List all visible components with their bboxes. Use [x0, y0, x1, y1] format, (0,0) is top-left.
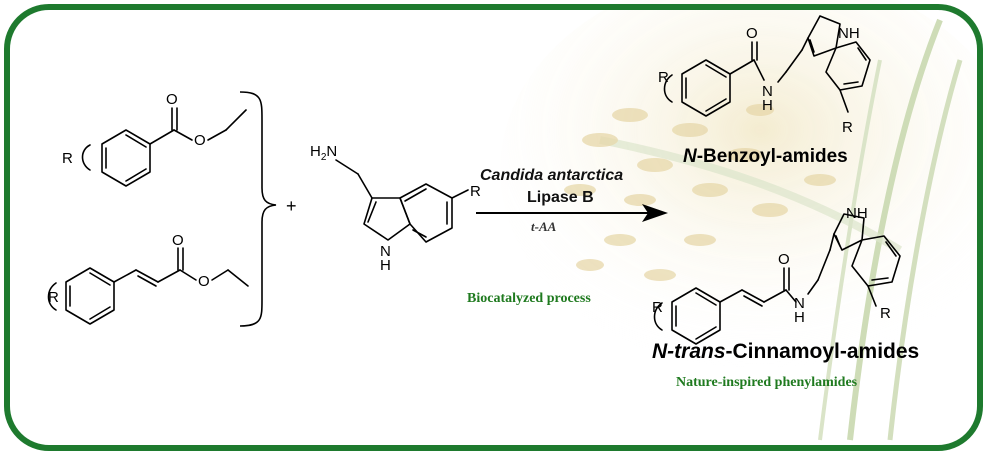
- carbonyl-oxygen-label: O: [166, 91, 178, 108]
- amine-label: H2N: [310, 143, 337, 163]
- carbonyl-oxygen-label: O: [778, 251, 790, 268]
- solvent-label: t-AA: [531, 219, 557, 234]
- indole-h-label: H: [380, 257, 391, 274]
- r-group-label: R: [470, 183, 481, 200]
- green-frame: [4, 4, 983, 451]
- r-group-label: R: [652, 299, 663, 316]
- ethyl-cinnamate-structure: O O R: [47, 232, 249, 325]
- cinnamoyl-amides-title: N-trans-Cinnamoyl-amides: [652, 340, 919, 363]
- benzoyl-amide-structure: O N H NH R R: [658, 15, 871, 136]
- ethyl-benzoate-structure: O O R: [62, 91, 247, 187]
- r-group-label: R: [658, 69, 669, 86]
- r-group-label: R: [62, 150, 73, 167]
- carbonyl-oxygen-label: O: [172, 232, 184, 249]
- tryptamine-structure: H2N R N H: [310, 143, 481, 274]
- ester-oxygen-label: O: [198, 273, 210, 290]
- enzyme-source: Candida antarctica: [480, 167, 623, 184]
- carbonyl-oxygen-label: O: [746, 25, 758, 42]
- amide-n-label: N: [762, 83, 773, 100]
- nature-caption: Nature-inspired phenylamides: [676, 375, 858, 390]
- r-group-label: R: [48, 289, 59, 306]
- benzoyl-amides-title: N-Benzoyl-amides: [683, 146, 848, 167]
- r-group-label: R: [842, 119, 853, 136]
- indole-nh-label: NH: [846, 205, 868, 222]
- cinnamoyl-amide-structure: O N H NH R R: [652, 205, 901, 345]
- arrow-head: [642, 204, 668, 222]
- amide-h-label: H: [794, 309, 805, 326]
- ester-oxygen-label: O: [194, 132, 206, 149]
- curly-brace: [239, 91, 277, 327]
- enzyme-name: Lipase B: [527, 189, 594, 206]
- amide-h-label: H: [762, 97, 773, 114]
- indole-n-label: N: [380, 243, 391, 260]
- plus-sign: +: [286, 196, 297, 216]
- rice-plant-watermark: [500, 0, 987, 441]
- process-caption: Biocatalyzed process: [467, 291, 591, 306]
- amide-n-label: N: [794, 295, 805, 312]
- indole-nh-label: NH: [838, 25, 860, 42]
- r-group-label: R: [880, 305, 891, 322]
